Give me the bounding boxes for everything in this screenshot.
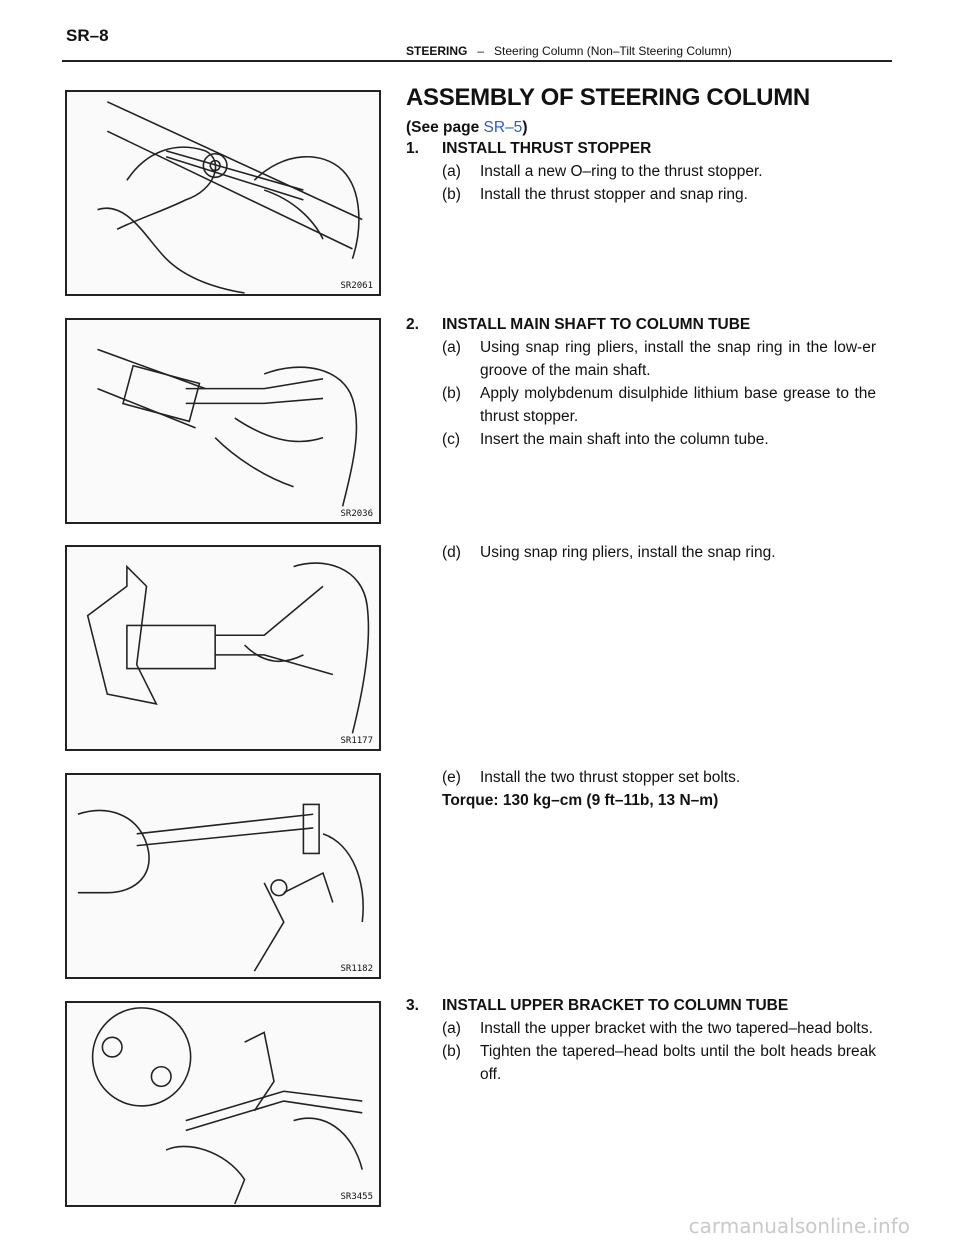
figure-code: SR1177 [340,736,373,746]
illustration-torque-wrench [77,803,364,972]
substep-text: Install a new O–ring to the thrust stopp… [480,163,763,180]
step-heading: 2. INSTALL MAIN SHAFT TO COLUMN TUBE [406,313,876,336]
see-page-suffix: ) [522,119,528,136]
step-heading: 1. INSTALL THRUST STOPPER [406,137,876,160]
see-page-prefix: (See page [406,119,484,136]
figure-code: SR2061 [340,281,373,291]
figure-install-snap-ring: SR1177 [65,545,381,751]
substep-text: Tighten the tapered–head bolts until the… [480,1043,876,1083]
page-title: ASSEMBLY OF STEERING COLUMN [406,84,810,111]
step-2-d: (d) Using snap ring pliers, install the s… [406,541,876,564]
step-title: INSTALL THRUST STOPPER [442,140,652,157]
substep-text: Apply molybdenum disulphide lithium base… [480,385,876,425]
step-number: 1. [406,140,419,157]
step-title: INSTALL MAIN SHAFT TO COLUMN TUBE [442,316,751,333]
torque-spec: Torque: 130 kg–cm (9 ft–11b, 13 N–m) [442,792,719,809]
illustration-snap-ring-pliers [97,348,358,507]
substep-text: Insert the main shaft into the column tu… [480,431,769,448]
illustration-upper-bracket [91,1007,364,1205]
section-subtitle: Steering Column (Non–Tilt Steering Colum… [494,44,732,58]
step-number: 2. [406,316,419,333]
step-2: 2. INSTALL MAIN SHAFT TO COLUMN TUBE (a) U… [406,313,876,451]
substep-label: (c) [442,431,461,448]
figure-upper-bracket: SR3455 [65,1001,381,1207]
substep-label: (a) [442,163,461,180]
substep-label: (d) [442,544,461,561]
step-title: INSTALL UPPER BRACKET TO COLUMN TUBE [442,997,789,1014]
figure-install-thrust-stopper: SR2061 [65,90,381,296]
figure-thrust-stopper-bolts: SR1182 [65,773,381,979]
step-1: 1. INSTALL THRUST STOPPER (a) Install a ne… [406,137,876,206]
step-2-e: (e) Install the two thrust stopper set bo… [406,766,876,812]
substep: (c) Insert the main shaft into the column… [406,428,876,451]
substep-text: Using snap ring pliers, install the snap… [480,544,776,561]
substep-text: Using snap ring pliers, install the snap… [480,339,876,379]
page-number: SR–8 [66,26,109,45]
substep-label: (b) [442,186,461,203]
see-page-link[interactable]: SR–5 [483,119,523,136]
substep-text: Install the two thrust stopper set bolts… [480,769,741,786]
substep: (d) Using snap ring pliers, install the s… [406,541,876,564]
substep: (a) Install a new O–ring to the thrust st… [406,160,876,183]
section-name: STEERING [406,44,468,58]
substep-label: (b) [442,1043,461,1060]
substep-label: (a) [442,1020,461,1037]
figure-code: SR1182 [340,964,373,974]
step-3: 3. INSTALL UPPER BRACKET TO COLUMN TUBE (… [406,994,876,1086]
see-page-reference: (See page SR–5) [406,119,527,137]
figure-snap-ring-groove: SR2036 [65,318,381,524]
substep: (a) Install the upper bracket with the tw… [406,1017,876,1040]
substep: (b) Apply molybdenum disulphide lithium b… [406,382,876,428]
running-header: STEERING–Steering Column (Non–Tilt Steer… [406,44,732,58]
illustration-column-snap-ring [86,562,370,734]
substep-text: Install the thrust stopper and snap ring… [480,186,748,203]
substep: (e) Install the two thrust stopper set bo… [406,766,876,789]
substep-label: (e) [442,769,461,786]
substep: (a) Using snap ring pliers, install the s… [406,336,876,382]
figure-code: SR3455 [340,1192,373,1202]
figure-code: SR2036 [340,509,373,519]
step-heading: 3. INSTALL UPPER BRACKET TO COLUMN TUBE [406,994,876,1017]
substep: (b) Tighten the tapered–head bolts until … [406,1040,876,1086]
watermark: carmanualsonline.info [688,1214,910,1238]
header-rule [62,60,892,62]
substep-label: (a) [442,339,461,356]
substep-label: (b) [442,385,461,402]
substep: (b) Install the thrust stopper and snap r… [406,183,876,206]
header-separator: – [477,44,485,58]
substep-text: Install the upper bracket with the two t… [480,1020,873,1037]
illustration-thrust-stopper [97,101,363,294]
step-number: 3. [406,997,419,1014]
